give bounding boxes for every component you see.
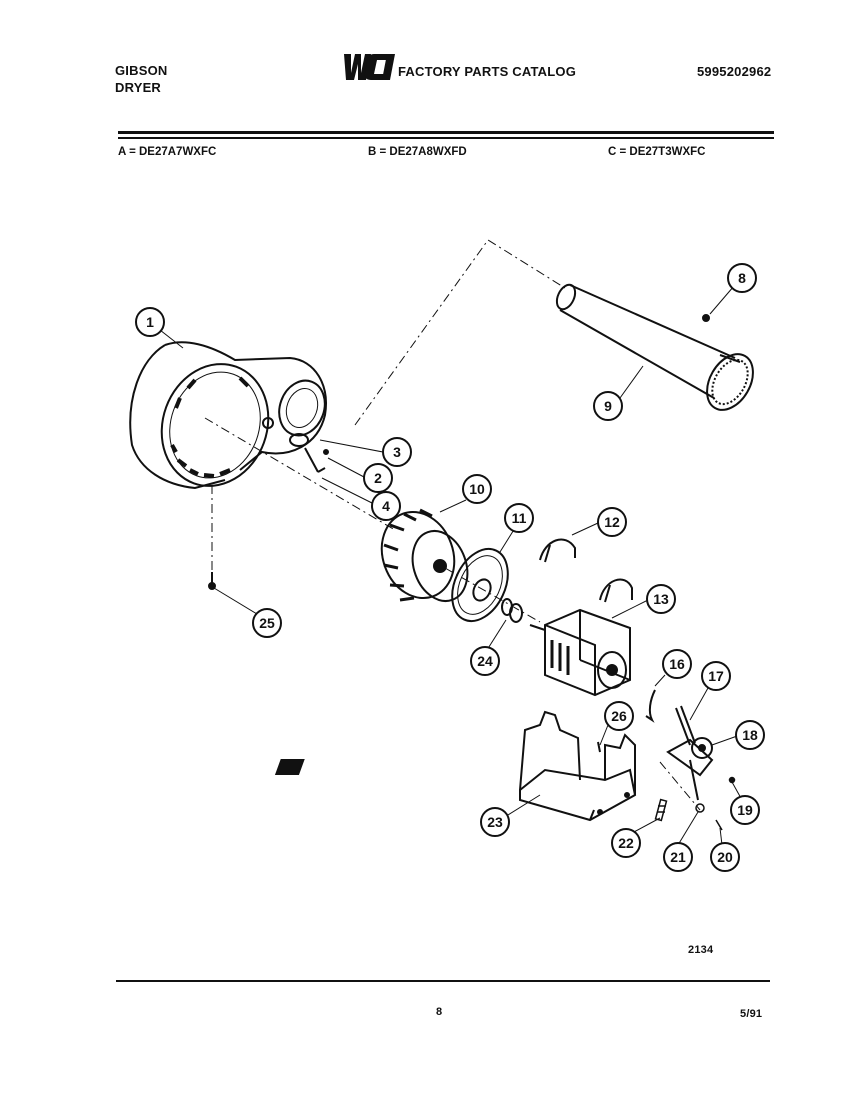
callout-label: 20 bbox=[717, 849, 733, 865]
spring-clip-part bbox=[645, 689, 656, 723]
catalog-title: FACTORY PARTS CATALOG bbox=[398, 64, 577, 79]
callout-label: 19 bbox=[737, 802, 753, 818]
revision-date: 5/91 bbox=[740, 1008, 763, 1020]
blower-wheel-part bbox=[380, 508, 469, 602]
header-rule-thin bbox=[118, 137, 774, 139]
callout-16: 16 bbox=[662, 649, 692, 679]
drive-motor-part bbox=[529, 608, 631, 697]
callout-1: 1 bbox=[135, 307, 165, 337]
housing-fittings bbox=[262, 417, 329, 473]
blower-housing-part bbox=[129, 341, 327, 490]
product-type: DRYER bbox=[115, 80, 162, 95]
callout-22: 22 bbox=[611, 828, 641, 858]
callout-10: 10 bbox=[462, 474, 492, 504]
callout-26: 26 bbox=[604, 701, 634, 731]
motor-clip-parts bbox=[539, 538, 633, 603]
model-a: A = DE27A7WXFC bbox=[118, 146, 217, 158]
model-c: C = DE27T3WXFC bbox=[608, 146, 706, 158]
callout-8: 8 bbox=[727, 263, 757, 293]
model-b: B = DE27A8WXFD bbox=[368, 146, 467, 158]
callout-21: 21 bbox=[663, 842, 693, 872]
callout-24: 24 bbox=[470, 646, 500, 676]
callout-19: 19 bbox=[730, 795, 760, 825]
callout-3: 3 bbox=[382, 437, 412, 467]
callout-label: 24 bbox=[477, 653, 493, 669]
exhaust-duct-part bbox=[555, 283, 754, 411]
callout-label: 16 bbox=[669, 656, 685, 672]
callout-label: 22 bbox=[618, 835, 634, 851]
wci-logo bbox=[344, 54, 395, 80]
callout-25: 25 bbox=[252, 608, 282, 638]
callout-23: 23 bbox=[480, 807, 510, 837]
callout-leaders bbox=[159, 285, 743, 846]
callout-label: 9 bbox=[604, 398, 612, 414]
callout-label: 12 bbox=[604, 514, 620, 530]
callout-label: 17 bbox=[708, 668, 724, 684]
callout-label: 18 bbox=[742, 727, 758, 743]
callout-label: 10 bbox=[469, 481, 485, 497]
callout-label: 11 bbox=[512, 510, 527, 526]
callout-label: 4 bbox=[382, 498, 390, 514]
figure-number: 2134 bbox=[688, 944, 714, 956]
idler-arm-part bbox=[666, 705, 714, 801]
callout-label: 13 bbox=[653, 591, 669, 607]
catalog-part-number: 5995202962 bbox=[697, 64, 772, 79]
callout-bubbles: 1 2 3 4 8 9 10 11 12 13 16 17 18 19 20 2… bbox=[135, 263, 765, 872]
callout-12: 12 bbox=[597, 507, 627, 537]
callout-9: 9 bbox=[593, 391, 623, 421]
callout-label: 8 bbox=[738, 270, 746, 286]
callout-label: 21 bbox=[670, 849, 686, 865]
callout-4: 4 bbox=[371, 491, 401, 521]
seal-plate-part bbox=[451, 547, 509, 623]
callout-18: 18 bbox=[735, 720, 765, 750]
alignment-lines bbox=[204, 239, 701, 811]
callout-label: 2 bbox=[374, 470, 382, 486]
page-number: 8 bbox=[436, 1006, 443, 1018]
callout-13: 13 bbox=[646, 584, 676, 614]
footer-rule bbox=[116, 980, 770, 982]
callout-17: 17 bbox=[701, 661, 731, 691]
callout-20: 20 bbox=[710, 842, 740, 872]
screw-part bbox=[208, 572, 216, 590]
pin-part bbox=[597, 741, 601, 753]
washer-part bbox=[501, 598, 523, 623]
header-rule-thick bbox=[118, 131, 774, 134]
callout-label: 1 bbox=[146, 314, 154, 330]
callout-label: 26 bbox=[611, 708, 627, 724]
motor-mount-part bbox=[274, 710, 637, 822]
callout-label: 3 bbox=[393, 444, 401, 460]
brand-name: GIBSON bbox=[115, 63, 168, 78]
callout-11: 11 bbox=[504, 503, 534, 533]
callout-label: 25 bbox=[259, 615, 275, 631]
callout-2: 2 bbox=[363, 463, 393, 493]
callout-label: 23 bbox=[487, 814, 503, 830]
